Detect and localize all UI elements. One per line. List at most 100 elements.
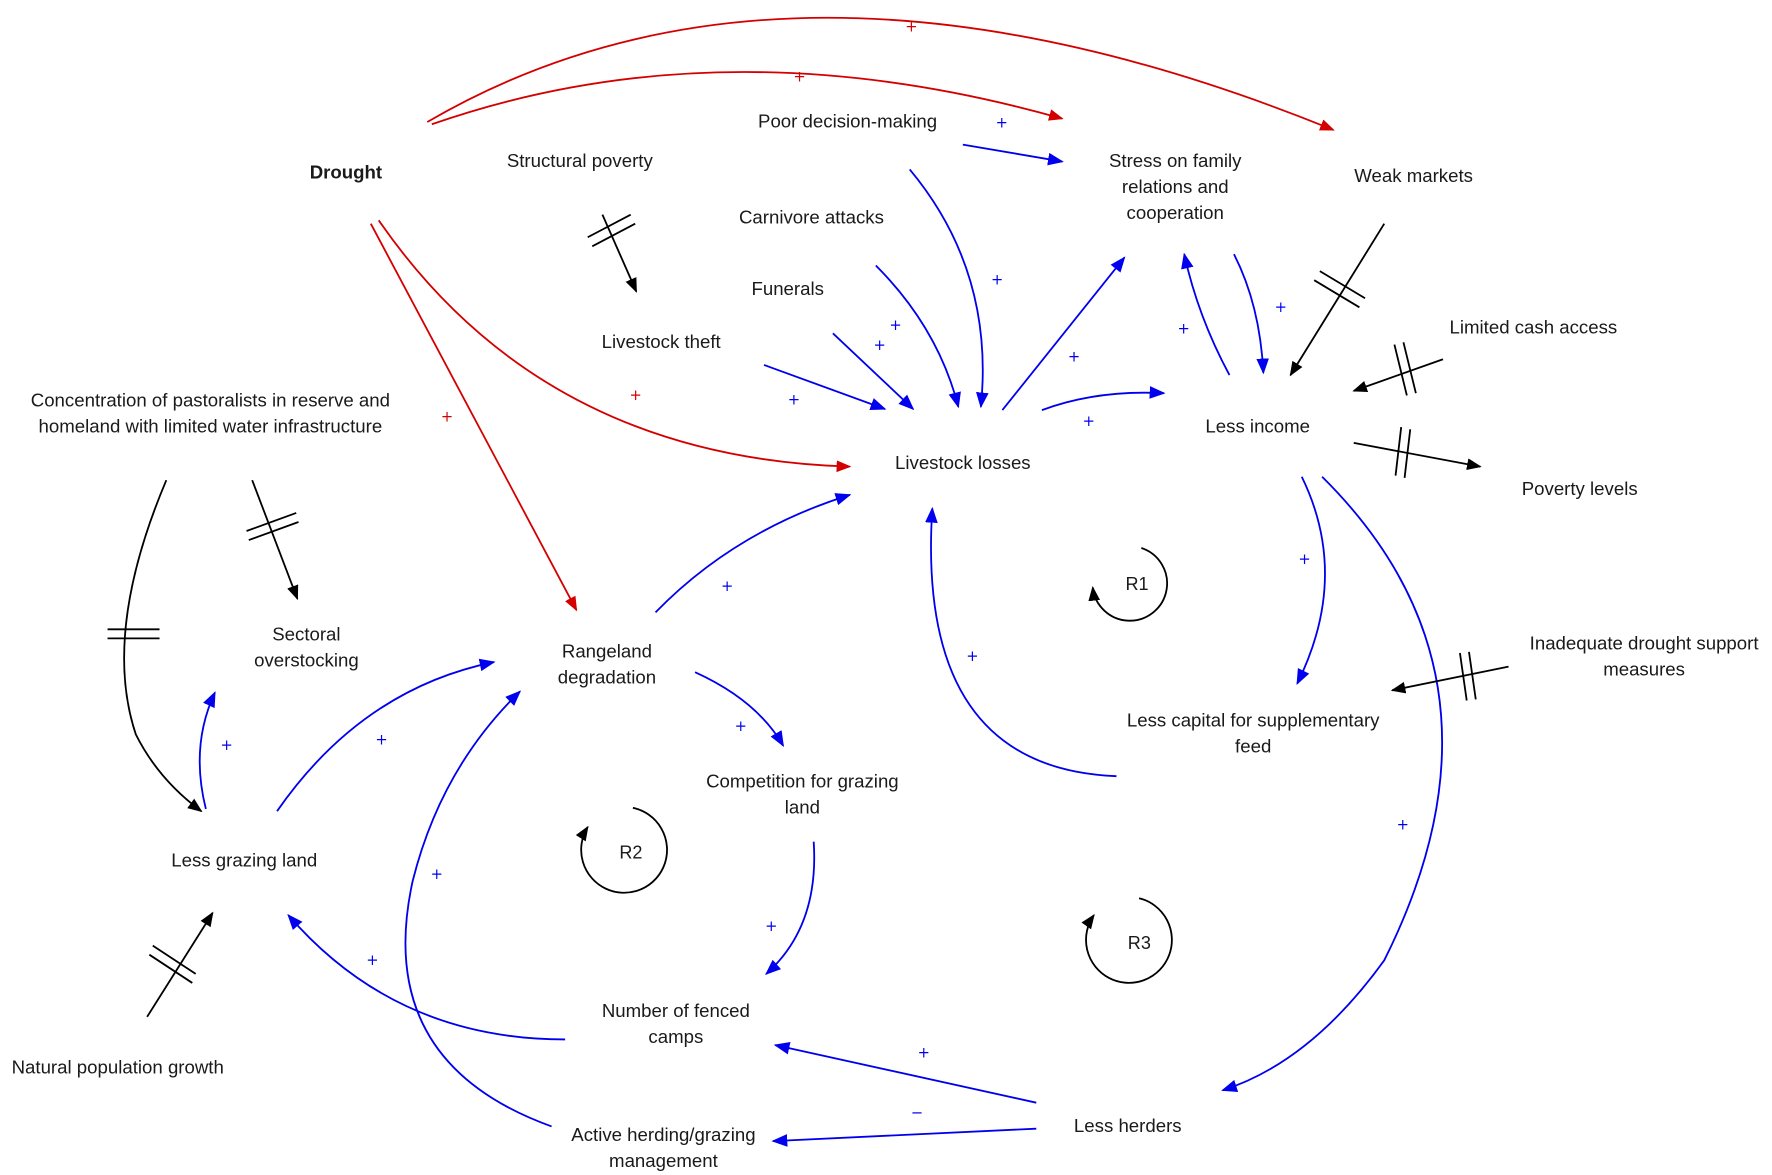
sign-plus: + (1275, 299, 1287, 316)
sign-plus: + (788, 391, 800, 408)
svg-text:Competition for grazing: Competition for grazing (706, 770, 899, 791)
edge-losses-income (1041, 386, 1166, 411)
sign-plus: + (221, 737, 233, 754)
edge-less-grazing-rangeland (276, 658, 496, 812)
edge-rangeland-losses (654, 493, 852, 613)
edge-concentration-less-grazing (123, 479, 203, 813)
svg-text:measures: measures (1603, 659, 1685, 680)
svg-text:Rangeland: Rangeland (562, 641, 652, 662)
node-livestock-theft: Livestock theft (602, 331, 722, 352)
svg-text:land: land (785, 796, 820, 817)
delay-mark-sectoral (246, 512, 299, 541)
node-funerals: Funerals (751, 278, 823, 299)
node-drought: Drought (310, 162, 382, 183)
sign-plus: + (1397, 816, 1409, 833)
edge-losses-stress (1001, 256, 1126, 411)
node-active-herding-management: Active herding/grazing management (571, 1124, 755, 1171)
svg-text:Concentration of pastoralists: Concentration of pastoralists in reserve… (31, 390, 390, 411)
edge-herders-active (771, 1127, 1037, 1147)
node-natural-population-growth: Natural population growth (12, 1056, 224, 1077)
node-less-capital-supplementary-feed: Less capital for supplementary feed (1127, 709, 1380, 756)
node-poor-decision-making: Poor decision-making (758, 111, 937, 132)
svg-text:Inadequate drought support: Inadequate drought support (1530, 633, 1760, 654)
edge-poor-decision-stress (962, 143, 1064, 166)
svg-text:Stress on family: Stress on family (1109, 150, 1242, 171)
polarity-signs: + + + + + + + + + + + + + + + + + + + + … (221, 19, 1409, 1122)
sign-plus: + (1083, 413, 1095, 430)
svg-text:Sectoral: Sectoral (272, 624, 340, 645)
sign-plus: + (1177, 320, 1189, 337)
sign-plus: + (991, 272, 1003, 289)
node-poverty-levels: Poverty levels (1522, 478, 1638, 499)
delay-mark-natural-growth (148, 944, 197, 984)
node-structural-poverty: Structural poverty (507, 150, 654, 171)
svg-text:Less capital for supplementary: Less capital for supplementary (1127, 709, 1380, 730)
sign-plus: + (874, 337, 886, 354)
node-limited-cash-access: Limited cash access (1450, 316, 1618, 337)
node-less-income: Less income (1205, 416, 1310, 437)
node-less-herders: Less herders (1074, 1115, 1182, 1136)
edge-poor-decision-losses (909, 168, 989, 409)
feedback-links (198, 143, 1444, 1147)
delay-mark-poverty (1394, 426, 1412, 479)
svg-text:management: management (609, 1150, 719, 1171)
sign-minus: − (911, 1104, 923, 1121)
edge-inadequate-capital (1390, 665, 1509, 694)
delay-mark-inadequate (1459, 651, 1477, 701)
edge-drought-rangeland (370, 223, 578, 612)
svg-text:Active herding/grazing: Active herding/grazing (571, 1124, 755, 1145)
svg-text:Number of fenced: Number of fenced (602, 1000, 750, 1021)
loop-r1-label: R1 (1126, 574, 1149, 594)
edge-funerals-losses (832, 332, 915, 411)
edge-drought-weak-markets (426, 16, 1335, 131)
sign-plus: + (793, 68, 805, 85)
svg-text:cooperation: cooperation (1127, 202, 1224, 223)
sign-plus: + (966, 648, 978, 665)
edge-herders-fenced (773, 1041, 1037, 1104)
sign-plus: + (431, 866, 443, 883)
svg-text:relations and: relations and (1122, 176, 1229, 197)
edge-income-poverty (1353, 441, 1482, 470)
edge-less-grazing-sectoral (198, 691, 216, 810)
loop-r3: R3 (1081, 897, 1173, 984)
sign-plus: + (918, 1045, 930, 1062)
sign-plus: + (765, 918, 777, 935)
node-livestock-losses: Livestock losses (895, 452, 1031, 473)
node-less-grazing-land: Less grazing land (171, 850, 317, 871)
edge-drought-livestock-losses (377, 219, 852, 473)
node-competition-grazing-land: Competition for grazing land (706, 770, 899, 817)
sign-plus: + (1298, 551, 1310, 568)
edge-fenced-less-grazing (287, 913, 566, 1041)
node-number-fenced-camps: Number of fenced camps (602, 1000, 750, 1047)
sign-plus: + (996, 115, 1008, 132)
edge-competition-fenced (765, 841, 816, 975)
edge-natural-growth-less-grazing (146, 911, 214, 1018)
sign-plus: + (1068, 349, 1080, 366)
svg-text:degradation: degradation (558, 667, 656, 688)
sign-plus: + (735, 718, 747, 735)
edge-income-herders (1221, 476, 1444, 1092)
edge-capital-losses (925, 506, 1117, 778)
node-weak-markets: Weak markets (1354, 165, 1473, 186)
sign-plus: + (366, 952, 378, 969)
node-sectoral-overstocking: Sectoral overstocking (254, 624, 359, 671)
variables: Drought Structural poverty Poor decision… (12, 111, 1760, 1171)
sign-plus: + (721, 578, 733, 595)
loop-r2-label: R2 (619, 843, 642, 863)
loop-r2: R2 (575, 806, 668, 894)
edge-income-capital (1296, 476, 1326, 685)
sign-plus: + (889, 317, 901, 334)
drought-links (370, 16, 1335, 612)
edge-stress-income (1233, 253, 1269, 375)
delay-mark-markets (1313, 270, 1366, 309)
delay-mark-cash (1393, 342, 1417, 396)
sign-plus: + (630, 387, 642, 404)
sign-plus: + (441, 408, 453, 425)
edge-drought-stress (431, 71, 1064, 126)
svg-text:overstocking: overstocking (254, 650, 359, 671)
node-inadequate-drought-support: Inadequate drought support measures (1530, 633, 1760, 680)
edge-carnivore-losses (875, 264, 961, 409)
svg-text:homeland with limited water in: homeland with limited water infrastructu… (39, 416, 383, 437)
edge-income-stress (1181, 252, 1231, 376)
